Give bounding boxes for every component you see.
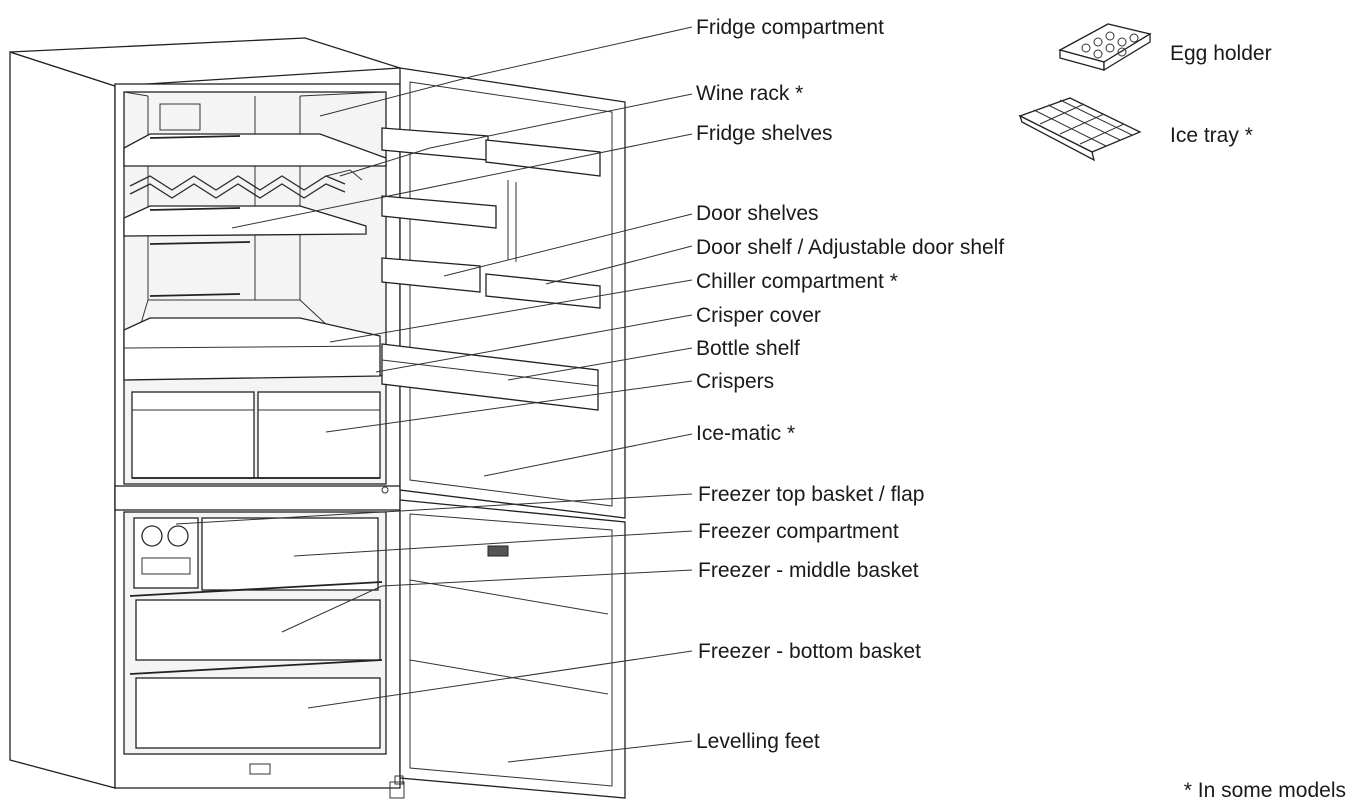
adjustable-door-shelf [485, 273, 601, 309]
egg-holder-illustration [1058, 23, 1152, 72]
label-wine-rack: Wine rack * [696, 82, 803, 105]
lower-door-panel [399, 499, 626, 799]
label-ice-tray: Ice tray * [1170, 124, 1253, 147]
levelling-foot [389, 781, 405, 799]
leader-fridge-compartment [473, 26, 693, 77]
leader-crisper-cover [375, 314, 693, 373]
fridge-door [381, 67, 626, 799]
leader-crispers [325, 380, 693, 433]
leader-freezer-middle-basket [381, 569, 693, 587]
label-egg-holder: Egg holder [1170, 42, 1272, 65]
label-adjustable-door-shelf: Door shelf / Adjustable door shelf [696, 236, 1004, 259]
label-levelling-feet: Levelling feet [696, 730, 820, 753]
door-shelf [485, 139, 601, 177]
leader-lines [175, 26, 693, 763]
crisper-drawer-left [131, 391, 255, 479]
freezer-top-basket [201, 517, 379, 591]
leader-bottle-shelf [507, 347, 693, 381]
label-chiller-compartment: Chiller compartment * [696, 270, 898, 293]
label-door-shelves: Door shelves [696, 202, 819, 225]
label-fridge-shelves: Fridge shelves [696, 122, 833, 145]
ice-matic-unit [133, 517, 199, 589]
label-freezer-bottom-basket: Freezer - bottom basket [698, 640, 921, 663]
label-crisper-cover: Crisper cover [696, 304, 821, 327]
leader-freezer-compartment [293, 530, 693, 557]
leader-chiller-compartment [329, 279, 693, 343]
label-freezer-top-basket: Freezer top basket / flap [698, 483, 924, 506]
crisper-drawer-right [257, 391, 381, 479]
fridge-shelf [123, 133, 387, 167]
crisper-cover [123, 317, 381, 381]
door-shelf [381, 195, 497, 229]
leader-levelling-feet [507, 740, 693, 763]
label-bottle-shelf: Bottle shelf [696, 337, 800, 360]
fridge-shelf [123, 205, 367, 237]
part-labels: Fridge compartment Wine rack * Fridge sh… [696, 16, 1346, 802]
freezer-middle-basket [135, 599, 381, 661]
wine-rack [129, 169, 363, 199]
leader-ice-matic [483, 433, 693, 477]
label-freezer-compartment: Freezer compartment [698, 520, 899, 543]
label-fridge-compartment: Fridge compartment [696, 16, 884, 39]
cabinet-side-panel [9, 51, 116, 789]
fridge-cabinet [9, 37, 401, 789]
leader-freezer-top-basket [175, 493, 693, 525]
label-ice-matic: Ice-matic * [696, 422, 795, 445]
leader-wine-rack [429, 93, 693, 149]
ice-tray-illustration [1018, 97, 1142, 162]
leader-fridge-shelves [231, 133, 693, 229]
label-freezer-middle-basket: Freezer - middle basket [698, 559, 919, 582]
door-shelf [381, 257, 481, 293]
leader-freezer-bottom-basket [307, 650, 693, 709]
freezer-bottom-basket [135, 677, 381, 749]
leader-adjustable-door-shelf [545, 245, 693, 285]
label-crispers: Crispers [696, 370, 774, 393]
footnote: * In some models [1184, 779, 1346, 802]
leader-door-shelves [443, 213, 693, 277]
